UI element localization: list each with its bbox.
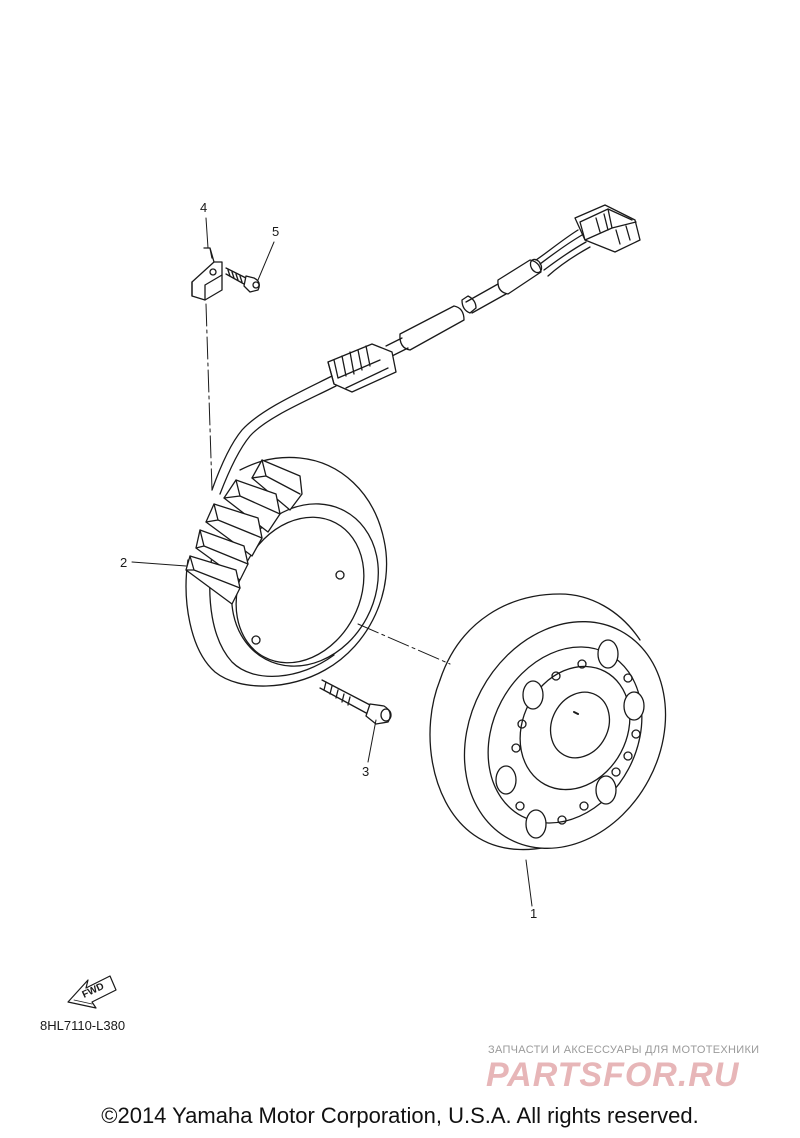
fwd-arrow-icon: FWD	[67, 975, 117, 1009]
wire-grommet	[327, 343, 397, 393]
stator-assembly	[185, 456, 388, 687]
diagram-code: 8HL7110-L380	[40, 1018, 126, 1033]
stator-coils	[185, 459, 303, 605]
wire-harness	[211, 204, 641, 495]
watermark-tagline: ЗАПЧАСТИ И АКСЕССУАРЫ ДЛЯ МОТОТЕХНИКИ	[488, 1044, 760, 1056]
wire-clamp-bracket	[191, 247, 223, 301]
callout-2: 2	[120, 555, 127, 570]
callout-5: 5	[272, 224, 279, 239]
wire-sleeve-middle	[399, 295, 477, 351]
watermark-logo: PARTSFOR.RU	[486, 1056, 740, 1094]
rotor-assembly	[429, 593, 667, 851]
callout-3: 3	[362, 764, 369, 779]
wire-sleeve-upper	[497, 258, 543, 295]
clamp-screw	[225, 267, 260, 293]
rotor-bosses	[495, 639, 645, 839]
leader-lines	[131, 217, 533, 907]
stator-bolt	[319, 679, 392, 725]
harness-connector	[574, 204, 641, 253]
center-axis-lines	[205, 303, 451, 665]
rotor-holes	[511, 659, 641, 825]
copyright-notice: ©2014 Yamaha Motor Corporation, U.S.A. A…	[101, 1103, 699, 1128]
callout-4: 4	[200, 200, 207, 215]
callout-1: 1	[530, 906, 537, 921]
